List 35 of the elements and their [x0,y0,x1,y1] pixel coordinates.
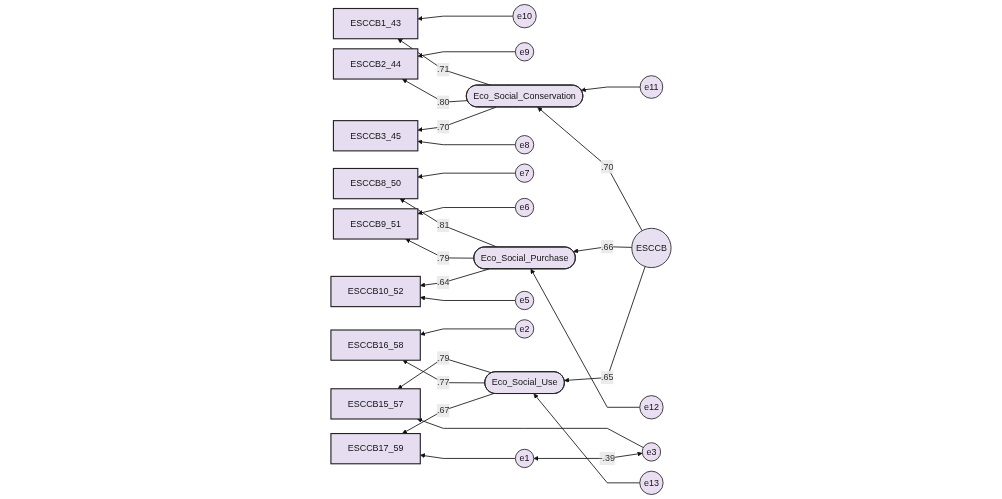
edge-label: .79 [437,252,450,263]
node-box: ESCCB1_43 [332,7,419,40]
node-box: ESCCB8_50 [332,167,419,200]
edge-label: .81 [437,220,450,230]
edge-label: .80 [437,97,450,107]
node-circle: e2 [514,319,535,339]
edge-label: .66 [601,241,614,252]
edge-label: .79 [437,352,450,363]
edge-label: .77 [437,377,450,388]
node-circle: e8 [514,135,535,155]
edge-label: .70 [437,121,450,132]
node-box: ESCCB17_59 [330,433,421,465]
edge-label: .67 [437,405,450,415]
edge-label: .65 [601,372,614,383]
node-box: ESCCB15_57 [330,388,421,420]
edge-label: .64 [437,277,450,288]
node-circle: e3 [641,442,662,462]
node-circle: e10 [512,4,537,29]
node-circle: e6 [514,197,535,218]
node-circle: e13 [639,470,664,495]
edge-label: .70 [601,161,614,172]
edge-label: .71 [437,64,450,75]
node-box: ESCCB16_58 [330,329,421,361]
node-box: ESCCB10_52 [330,275,421,308]
node-circle: e1 [514,448,535,469]
node-box: ESCCB3_45 [332,120,419,152]
node-box: ESCCB9_51 [332,208,419,240]
node-circle: e11 [639,75,664,99]
node-circle: e12 [639,395,664,420]
node-circle: e7 [514,163,535,183]
node-circle: e5 [514,290,535,311]
node-circle: ESCCB [631,227,672,268]
node-box: ESCCB2_44 [332,48,419,80]
edge-label: -.39 [599,453,616,463]
node-circle: e9 [514,42,535,62]
